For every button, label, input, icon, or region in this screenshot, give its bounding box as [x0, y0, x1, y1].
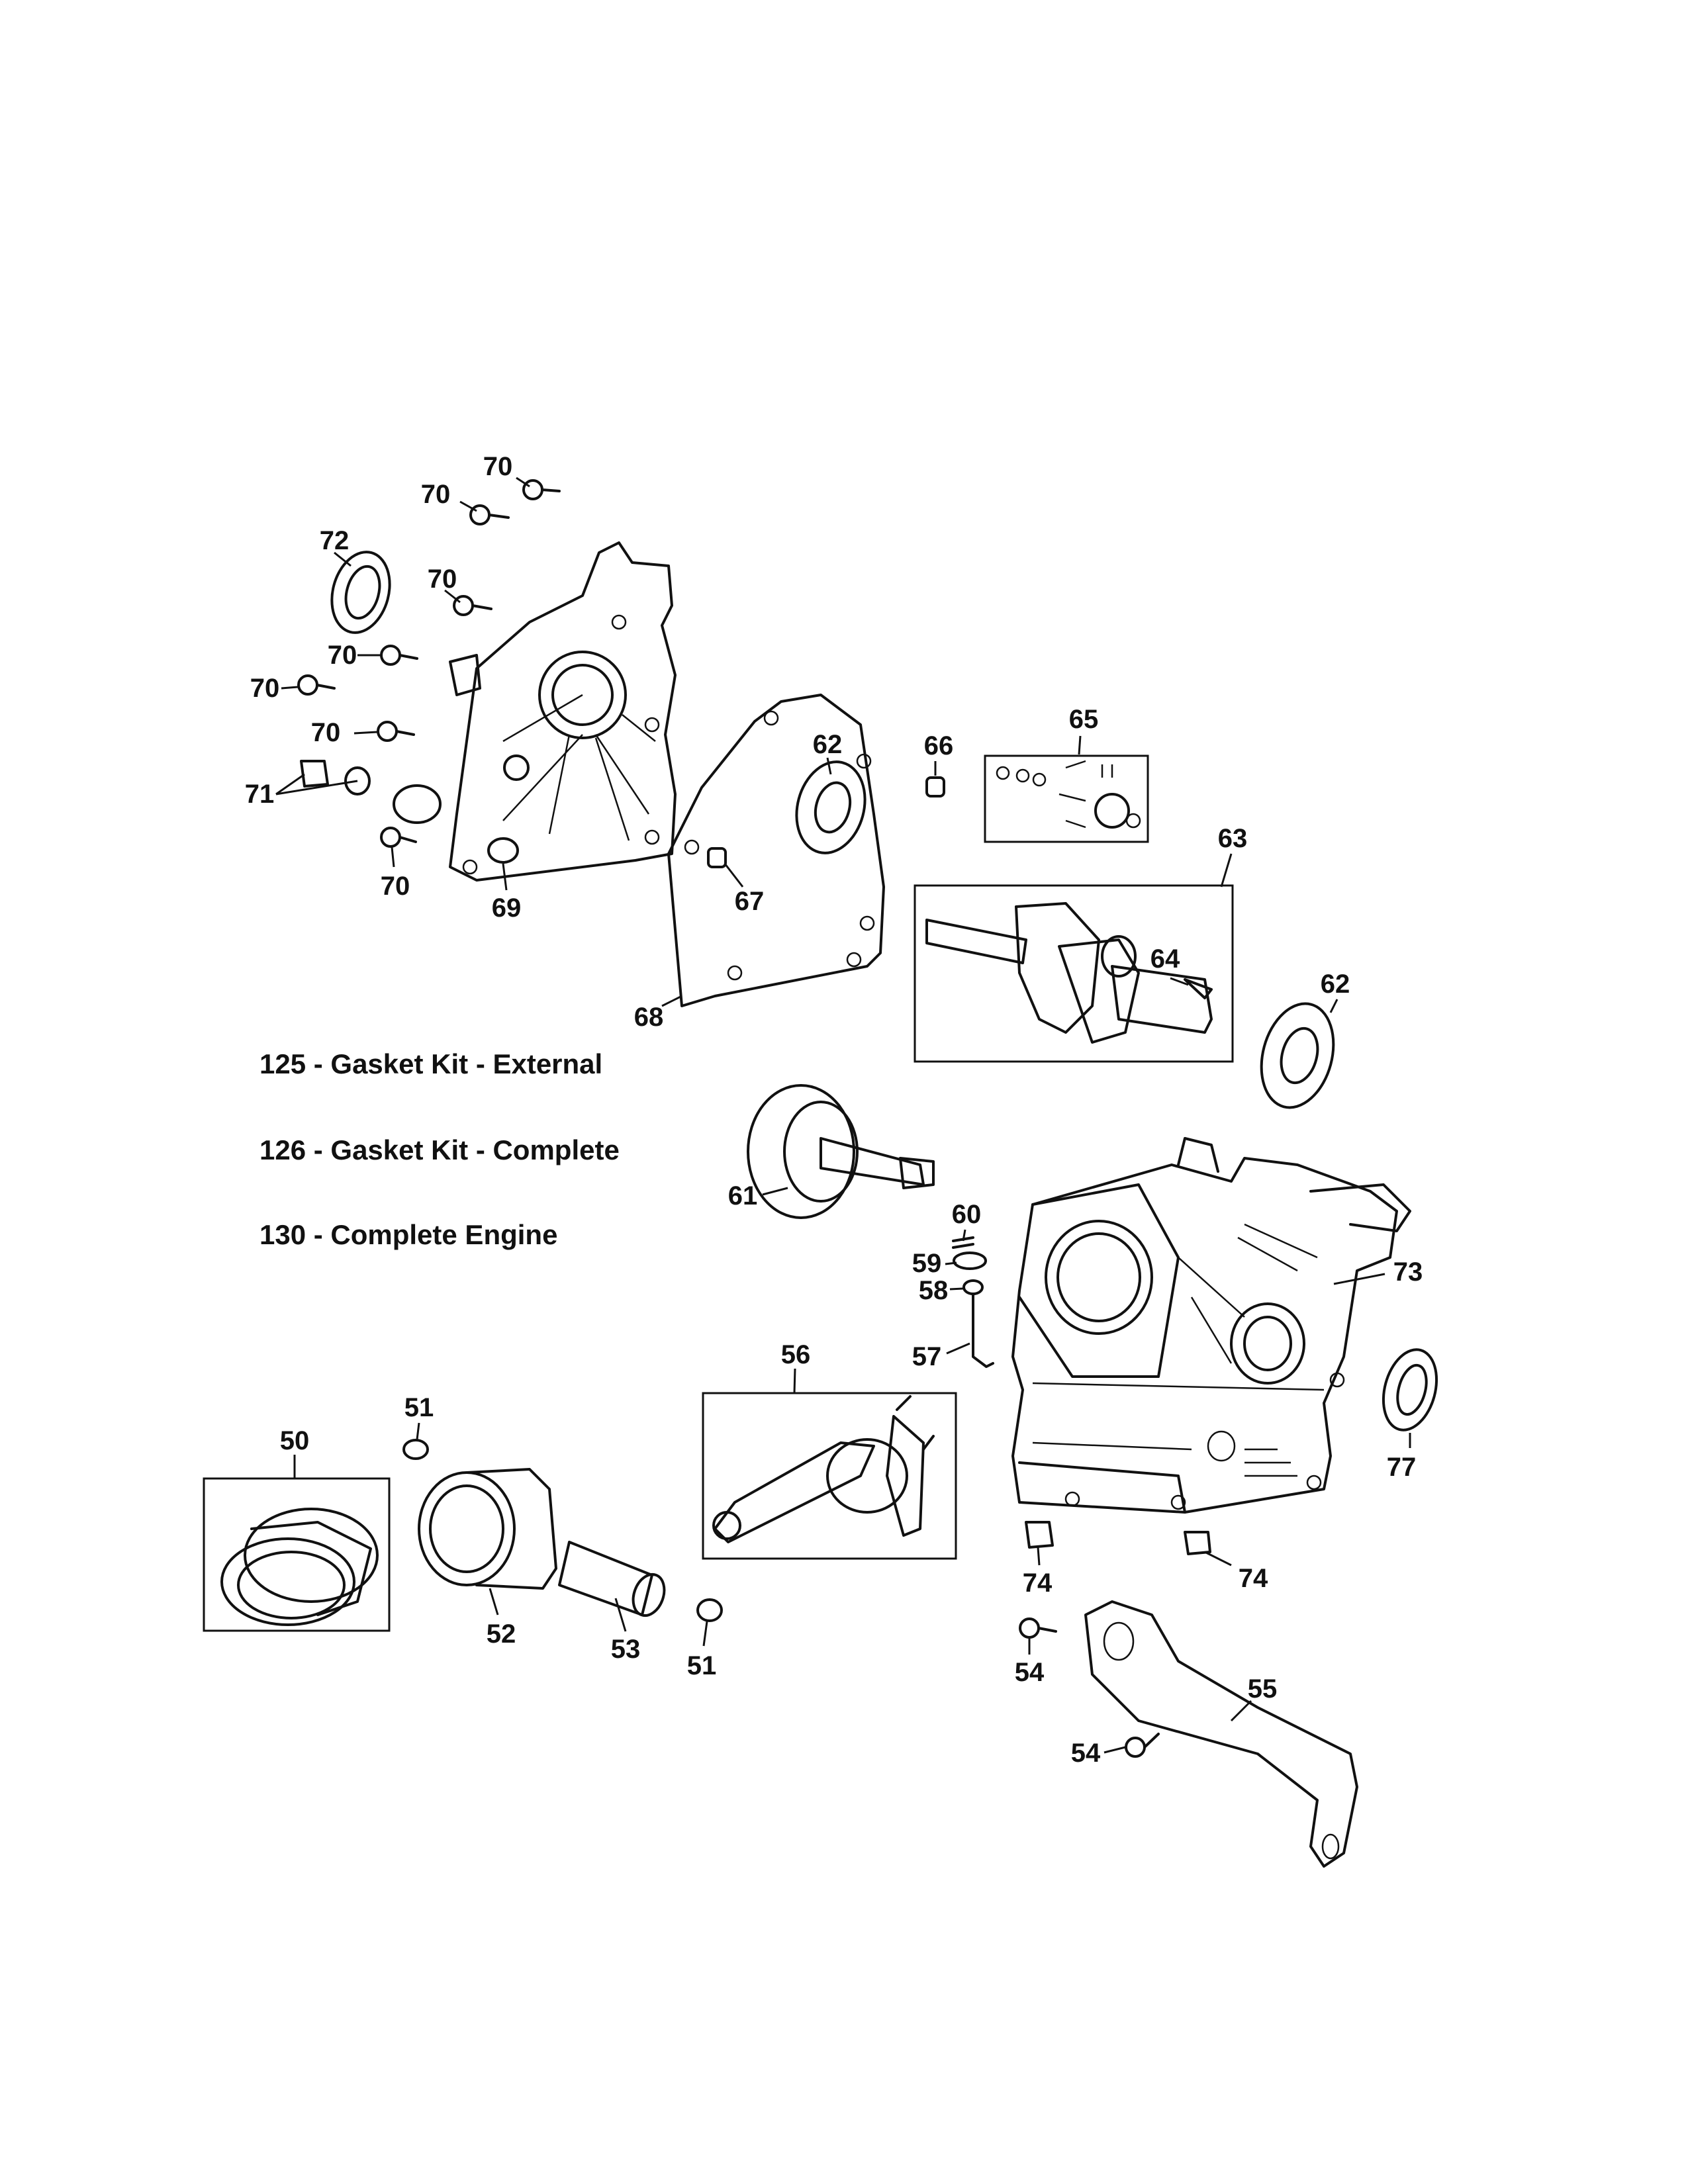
- callout-60: 60: [952, 1200, 982, 1229]
- connecting-rod-56: [712, 1395, 935, 1543]
- callout-55: 55: [1248, 1674, 1278, 1704]
- callout-67: 67: [735, 887, 765, 916]
- snap-ring-51-lower: [696, 1598, 723, 1622]
- kit-box-50: [203, 1477, 391, 1632]
- callout-54: 54: [1015, 1658, 1045, 1687]
- leader-lines: [275, 477, 1411, 1754]
- dowel-pin-66: [925, 776, 945, 797]
- governor-kit-65: [996, 760, 1141, 829]
- oil-seal-72: [330, 551, 391, 634]
- callout-70: 70: [421, 480, 451, 509]
- callout-73: 73: [1393, 1257, 1423, 1287]
- callout-61: 61: [728, 1181, 758, 1210]
- callout-64: 64: [1150, 944, 1180, 974]
- callout-70: 70: [381, 872, 410, 901]
- kit-box-65: [984, 754, 1149, 843]
- callout-68: 68: [634, 1003, 664, 1032]
- callout-70: 70: [311, 718, 341, 747]
- callout-58: 58: [919, 1276, 949, 1305]
- callout-71: 71: [245, 780, 275, 809]
- bolt-54-upper: [1019, 1617, 1057, 1639]
- crankcase-73: [1011, 1137, 1411, 1514]
- callout-74: 74: [1023, 1569, 1053, 1598]
- callout-66: 66: [924, 731, 954, 760]
- kit-box-63: [914, 884, 1234, 1063]
- callout-74: 74: [1239, 1564, 1268, 1593]
- callout-70: 70: [428, 565, 457, 594]
- callout-72: 72: [320, 526, 350, 555]
- bearing-62-lower: [1260, 1002, 1335, 1109]
- callout-labels: 70 70 72 70 70 70 70 71 70 69 62 66 65 6…: [245, 452, 1423, 1768]
- piston-52: [418, 1468, 557, 1590]
- callout-62: 62: [1321, 970, 1350, 999]
- snap-ring-51-upper: [402, 1439, 429, 1460]
- bolt-70-group: [297, 479, 561, 848]
- callout-51: 51: [404, 1393, 434, 1422]
- callout-57: 57: [912, 1342, 942, 1371]
- key-64: [1184, 978, 1213, 999]
- camshaft-61: [747, 1084, 935, 1219]
- crankcase-cover-69: [393, 541, 677, 882]
- callout-70: 70: [483, 452, 513, 481]
- gasket-68: [667, 694, 885, 1007]
- note-gasket-kit-complete: 126 - Gasket Kit - Complete: [259, 1134, 620, 1165]
- plug-74-left: [1025, 1521, 1054, 1549]
- callout-62: 62: [813, 730, 843, 759]
- callout-52: 52: [487, 1619, 516, 1649]
- crankshaft-63: [925, 902, 1213, 1044]
- washer-59: [953, 1251, 987, 1270]
- callout-70: 70: [250, 674, 280, 703]
- callout-65: 65: [1069, 705, 1099, 734]
- callout-54: 54: [1071, 1739, 1101, 1768]
- callout-53: 53: [611, 1635, 641, 1664]
- bolt-54-lower: [1125, 1733, 1160, 1758]
- note-complete-engine: 130 - Complete Engine: [259, 1219, 557, 1250]
- note-gasket-kit-external: 125 - Gasket Kit - External: [259, 1048, 602, 1079]
- callout-56: 56: [781, 1340, 811, 1369]
- drain-plug-71: [300, 760, 371, 796]
- callout-70: 70: [328, 641, 357, 670]
- piston-rings-50: [220, 1508, 379, 1626]
- o-ring-58: [962, 1279, 984, 1295]
- bearing-62-upper: [795, 760, 867, 854]
- callout-77: 77: [1387, 1453, 1417, 1482]
- piston-pin-53: [558, 1541, 666, 1617]
- kit-notes: 125 - Gasket Kit - External 126 - Gasket…: [259, 1048, 620, 1250]
- callout-63: 63: [1218, 824, 1248, 853]
- callout-51: 51: [687, 1651, 717, 1680]
- callout-59: 59: [912, 1249, 942, 1278]
- plug-74-right: [1184, 1531, 1211, 1555]
- bracket-55: [1084, 1600, 1358, 1868]
- dowel-pin-67: [707, 847, 727, 868]
- kit-box-56: [702, 1392, 957, 1560]
- oil-seal-77: [1382, 1348, 1438, 1432]
- callout-69: 69: [492, 893, 522, 923]
- governor-shaft-57: [972, 1293, 994, 1368]
- callout-50: 50: [280, 1426, 310, 1455]
